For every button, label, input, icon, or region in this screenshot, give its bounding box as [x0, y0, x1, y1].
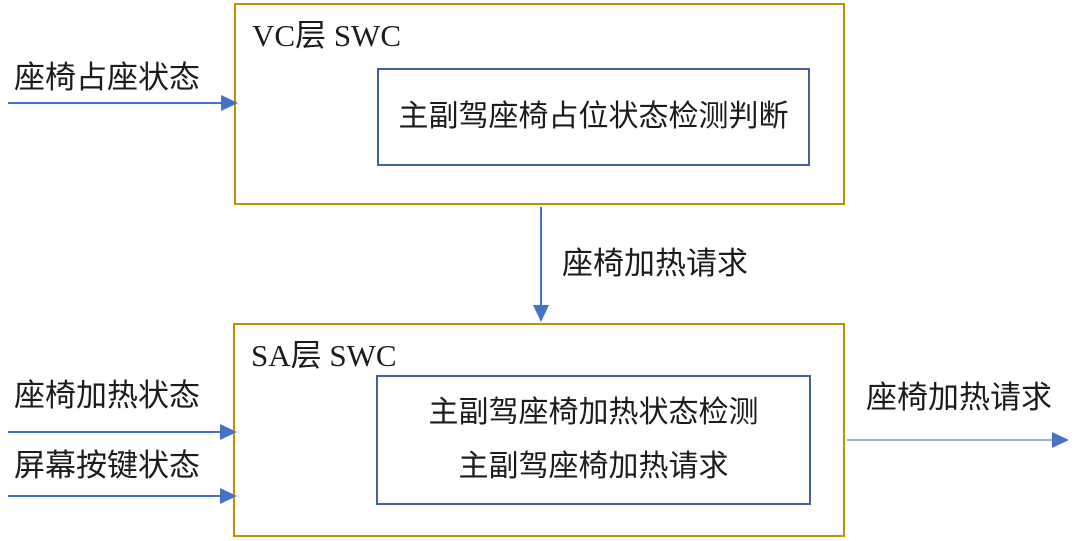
- sa-process-label-line2: 主副驾座椅加热请求: [458, 450, 729, 483]
- vc-process-box: 主副驾座椅占位状态检测判断: [377, 68, 810, 166]
- sa-process-label-line1: 主副驾座椅加热状态检测: [428, 395, 759, 429]
- sa-input-2-arrow-head-icon: [220, 488, 237, 504]
- vc-process-label: 主副驾座椅占位状态检测判断: [398, 99, 789, 133]
- sa-input-1-signal-label: 座椅加热状态: [14, 378, 200, 413]
- sa-output-arrow-line: [847, 439, 1052, 441]
- sa-layer-swc-box: SA层 SWC 主副驾座椅加热状态检测 主副驾座椅加热请求: [233, 323, 845, 537]
- sa-output-arrow-head-icon: [1052, 432, 1069, 448]
- vc-layer-title: VC层 SWC: [252, 18, 401, 53]
- sa-input-2-signal-label: 屏幕按键状态: [14, 448, 200, 483]
- vc-to-sa-arrow-head-icon: [533, 305, 549, 322]
- vc-input-arrow-head-icon: [221, 95, 238, 111]
- vc-input-signal-label: 座椅占座状态: [14, 60, 200, 95]
- sa-input-2-arrow-line: [8, 495, 220, 497]
- vc-to-sa-signal-label: 座椅加热请求: [562, 246, 748, 281]
- vc-to-sa-arrow-line: [540, 207, 542, 306]
- sa-input-1-arrow-line: [8, 431, 220, 433]
- vc-input-arrow-line: [8, 102, 221, 104]
- sa-input-1-arrow-head-icon: [220, 424, 237, 440]
- vc-layer-swc-box: VC层 SWC 主副驾座椅占位状态检测判断: [234, 3, 845, 205]
- sa-output-signal-label: 座椅加热请求: [866, 380, 1052, 415]
- sa-layer-title: SA层 SWC: [251, 338, 397, 373]
- sa-process-box: 主副驾座椅加热状态检测 主副驾座椅加热请求: [376, 375, 811, 505]
